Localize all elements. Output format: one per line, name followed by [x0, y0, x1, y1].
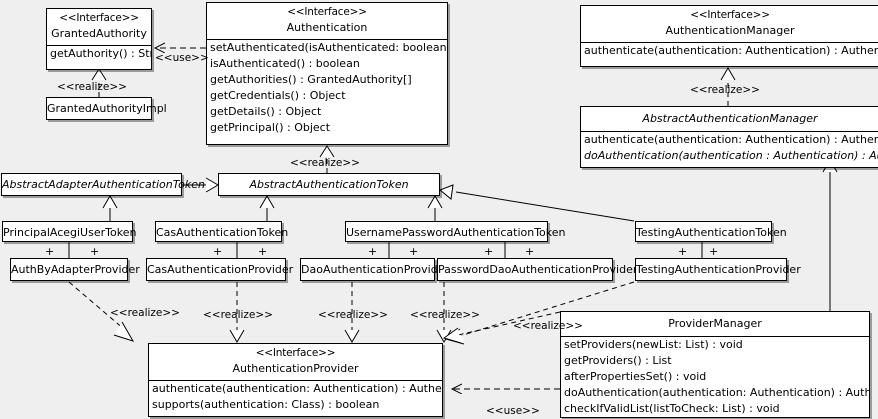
class-provider-manager[interactable]: ProviderManager setProviders(newList: Li…: [560, 311, 870, 418]
class-testing-authentication-token[interactable]: TestingAuthenticationToken: [635, 221, 787, 242]
association-marker-plus: +: [90, 245, 100, 258]
operation-row: authenticate(authentication: Authenticat…: [584, 44, 878, 57]
operation-row: getAuthorities() : GrantedAuthority[]: [210, 73, 412, 86]
connector-label-realize-password-dao-authentication-provider: <<realize>>: [410, 309, 480, 321]
class-cas-authentication-token[interactable]: CasAuthenticationToken: [155, 221, 288, 242]
stereotype-label: <<Interface>>: [255, 347, 336, 359]
class-authentication-manager[interactable]: <<Interface>> AuthenticationManager auth…: [580, 5, 878, 67]
generalization-provider-manager: [822, 159, 838, 311]
association-marker-plus: +: [709, 245, 719, 258]
operation-row: getCredentials() : Object: [210, 89, 346, 102]
stereotype-label: <<Interface>>: [287, 6, 367, 18]
class-authentication-provider[interactable]: <<Interface>> AuthenticationProvider aut…: [148, 343, 443, 417]
operations-compartment: authenticate(authentication: Authenticat…: [581, 43, 878, 59]
class-header-authentication-manager: <<Interface>> AuthenticationManager: [581, 6, 878, 42]
connector-label-realize-granted-authority-impl: <<realize>>: [57, 81, 127, 93]
operation-row: setAuthenticated(isAuthenticated: boolea…: [210, 41, 447, 54]
class-name-label: Authentication: [286, 21, 368, 34]
association-marker-plus: +: [484, 245, 494, 258]
operation-row: setProviders(newList: List) : void: [564, 338, 743, 351]
section-divider: [581, 42, 878, 43]
operation-row: getAuthority() : String: [50, 47, 151, 60]
class-header-authentication: <<Interface>> Authentication: [207, 3, 447, 39]
operations-compartment: setProviders(newList: List) : void getPr…: [561, 337, 869, 417]
operation-row: authenticate(authentication: Authenticat…: [584, 133, 878, 146]
operation-row: afterPropertiesSet() : void: [564, 370, 707, 383]
connector-label-realize-abstract-authentication-manager: <<realize>>: [690, 84, 760, 96]
section-divider: [207, 39, 447, 40]
connector-label-realize-cas-authentication-provider: <<realize>>: [203, 309, 273, 321]
connector-label-use-authentication-granted-authority: <<use>>: [155, 52, 209, 64]
class-abstract-adapter-authentication-token[interactable]: AbstractAdapterAuthenticationToken: [1, 173, 205, 196]
class-header-abstract-authentication-manager: AbstractAuthenticationManager: [581, 107, 878, 131]
stereotype-label: <<Interface>>: [690, 9, 770, 21]
generalization-cas-authentication-token: [259, 195, 275, 221]
association-marker-plus: +: [525, 245, 535, 258]
class-name-label: GrantedAuthority: [51, 27, 147, 40]
class-header-granted-authority: <<Interface>> GrantedAuthority: [47, 9, 151, 45]
class-cas-authentication-provider[interactable]: CasAuthenticationProvider: [146, 258, 293, 281]
section-divider: [561, 336, 869, 337]
class-dao-authentication-provider[interactable]: DaoAuthenticationProvider: [300, 258, 449, 281]
class-name-label: AuthenticationProvider: [232, 362, 359, 375]
class-authentication[interactable]: <<Interface>> Authentication setAuthenti…: [206, 2, 448, 145]
operation-row: doAuthentication(authentication: Authent…: [564, 386, 869, 399]
connector-label-use-provider-manager: <<use>>: [486, 405, 540, 417]
class-principal-acegi-user-token[interactable]: PrincipalAcegiUserToken: [2, 221, 136, 242]
operation-row: getDetails() : Object: [210, 105, 322, 118]
association-marker-plus: +: [45, 245, 55, 258]
association-marker-plus: +: [409, 245, 419, 258]
operation-row: getProviders() : List: [564, 354, 672, 367]
association-marker-plus: +: [213, 245, 223, 258]
class-header-authentication-provider: <<Interface>> AuthenticationProvider: [149, 344, 442, 380]
class-abstract-authentication-token[interactable]: AbstractAuthenticationToken: [218, 173, 440, 196]
connector-label-realize-auth-by-adapter-provider: <<realize>>: [110, 307, 180, 319]
class-granted-authority[interactable]: <<Interface>> GrantedAuthority getAuthor…: [46, 8, 152, 70]
class-name-label: AbstractAuthenticationManager: [642, 112, 818, 125]
section-divider: [149, 380, 442, 381]
operations-compartment: setAuthenticated(isAuthenticated: boolea…: [207, 40, 447, 136]
operation-row: isAuthenticated() : boolean: [210, 57, 360, 70]
operations-compartment: getAuthority() : String: [47, 46, 151, 62]
class-testing-authentication-provider[interactable]: TestingAuthenticationProvider: [635, 258, 801, 281]
operations-compartment: authenticate(authentication: Authenticat…: [149, 381, 442, 413]
generalization-principal-acegi-user-token: [102, 195, 118, 221]
operation-row: supports(authentication: Class) : boolea…: [152, 398, 380, 411]
section-divider: [581, 131, 878, 132]
stereotype-label: <<Interface>>: [59, 12, 139, 24]
connector-label-realize-abstract-authentication-token: <<realize>>: [290, 157, 360, 169]
association-marker-plus: +: [678, 245, 688, 258]
class-header-provider-manager: ProviderManager: [561, 312, 869, 336]
operation-row: doAuthentication(authentication : Authen…: [584, 149, 878, 162]
class-auth-by-adapter-provider[interactable]: AuthByAdapterProvider: [10, 258, 140, 281]
association-marker-plus: +: [258, 245, 268, 258]
connector-label-realize-dao-authentication-provider: <<realize>>: [318, 309, 388, 321]
operation-row: authenticate(authentication: Authenticat…: [152, 382, 442, 395]
section-divider: [47, 45, 151, 46]
operation-row: getPrincipal() : Object: [210, 121, 331, 134]
class-granted-authority-impl[interactable]: GrantedAuthorityImpl: [46, 97, 167, 120]
class-username-password-authentication-token[interactable]: UsernamePasswordAuthenticationToken: [345, 221, 566, 242]
operation-row: checkIfValidList(listToCheck: List) : vo…: [564, 402, 780, 415]
class-password-dao-authentication-provider[interactable]: PasswordDaoAuthenticationProvider: [437, 258, 637, 281]
operations-compartment: authenticate(authentication: Authenticat…: [581, 132, 878, 164]
generalization-username-password-token: [427, 195, 443, 221]
class-name-label: ProviderManager: [668, 317, 762, 330]
connector-label-realize-testing-authentication-provider: <<realize>>: [513, 320, 583, 332]
class-abstract-authentication-manager[interactable]: AbstractAuthenticationManager authentica…: [580, 106, 878, 168]
association-marker-plus: +: [368, 245, 378, 258]
class-name-label: AuthenticationManager: [665, 24, 795, 37]
generalization-testing-authentication-token: [439, 184, 635, 222]
